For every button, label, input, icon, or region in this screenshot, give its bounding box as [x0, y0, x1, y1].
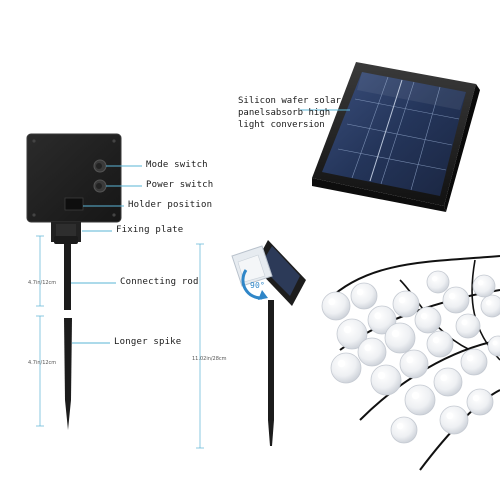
bulb	[330, 352, 362, 384]
bulb	[455, 313, 481, 339]
light-bulb-icon	[321, 270, 500, 444]
bulb-highlight	[432, 336, 440, 344]
holder-position-label: Holder position	[128, 200, 213, 210]
bulb	[460, 348, 488, 376]
bulb	[390, 416, 418, 444]
bulb	[399, 349, 429, 379]
bulb	[426, 330, 454, 358]
bulb-highlight	[391, 329, 400, 338]
bulb-highlight	[411, 391, 420, 400]
bulb	[433, 367, 463, 397]
bulb-highlight	[431, 275, 438, 282]
bulb-highlight	[374, 312, 382, 320]
bulb-highlight	[492, 340, 498, 346]
solar-panel-icon	[312, 62, 480, 212]
bulb	[480, 294, 500, 318]
bulb-highlight	[343, 325, 352, 334]
connecting-rod-label: Connecting rod	[120, 277, 199, 287]
bulb	[472, 274, 496, 298]
longer-spike-label: Longer spike	[114, 337, 182, 347]
bulb	[466, 388, 494, 416]
control-box-icon	[26, 133, 122, 223]
solar-caption-line2: panelsabsorb high	[238, 108, 331, 118]
upper-rod-dimension: 4.7in/12cm	[28, 280, 57, 286]
bulb-highlight	[337, 359, 346, 368]
bulb-highlight	[485, 299, 492, 306]
bulb	[321, 291, 351, 321]
bulb-highlight	[398, 296, 406, 304]
leader-lines	[71, 109, 350, 344]
bulb-highlight	[461, 319, 468, 326]
fixing-plate-label: Fixing plate	[116, 225, 184, 235]
bulb-highlight	[472, 394, 480, 402]
bulb	[350, 282, 378, 310]
bulb-highlight	[396, 422, 404, 430]
solar-caption-line3: light conversion	[238, 120, 325, 130]
longer-spike	[64, 318, 72, 430]
solar-panel-caption: Silicon wafer solar panelsabsorb high li…	[238, 95, 358, 131]
bulb	[487, 335, 500, 357]
bulb	[370, 364, 402, 396]
bulb	[442, 286, 470, 314]
spike-dimension: 4.7in/12cm	[28, 360, 57, 366]
bulb-highlight	[406, 356, 414, 364]
holder-slot	[64, 197, 84, 211]
bulb-highlight	[477, 279, 484, 286]
bulb	[384, 322, 416, 354]
bulb-highlight	[446, 412, 454, 420]
angle-label: 90°	[250, 281, 266, 290]
fixing-plate-icon	[51, 222, 81, 244]
mounted-panel-icon	[231, 240, 306, 446]
bulb-highlight	[328, 298, 336, 306]
rotation-arrow-icon	[241, 269, 268, 300]
bulb	[392, 290, 420, 318]
bulb	[426, 270, 450, 294]
dimension-lines	[36, 235, 44, 427]
bulb-highlight	[420, 312, 428, 320]
connecting-rod	[64, 244, 71, 310]
bulb-highlight	[356, 288, 364, 296]
solar-caption-line1: Silicon wafer solar	[238, 96, 341, 106]
total-height-dimension: 11.02in/28cm	[192, 356, 227, 362]
bulb-highlight	[466, 354, 474, 362]
power-switch-label: Power switch	[146, 180, 214, 190]
bulb-highlight	[448, 292, 456, 300]
bulb	[367, 305, 397, 335]
bulb	[439, 405, 469, 435]
bulb-highlight	[440, 374, 448, 382]
bulb	[357, 337, 387, 367]
mode-switch-label: Mode switch	[146, 160, 208, 170]
bulb-highlight	[364, 344, 372, 352]
bulb-highlight	[377, 371, 386, 380]
bulb	[414, 306, 442, 334]
bulb	[404, 384, 436, 416]
bulb	[336, 318, 368, 350]
